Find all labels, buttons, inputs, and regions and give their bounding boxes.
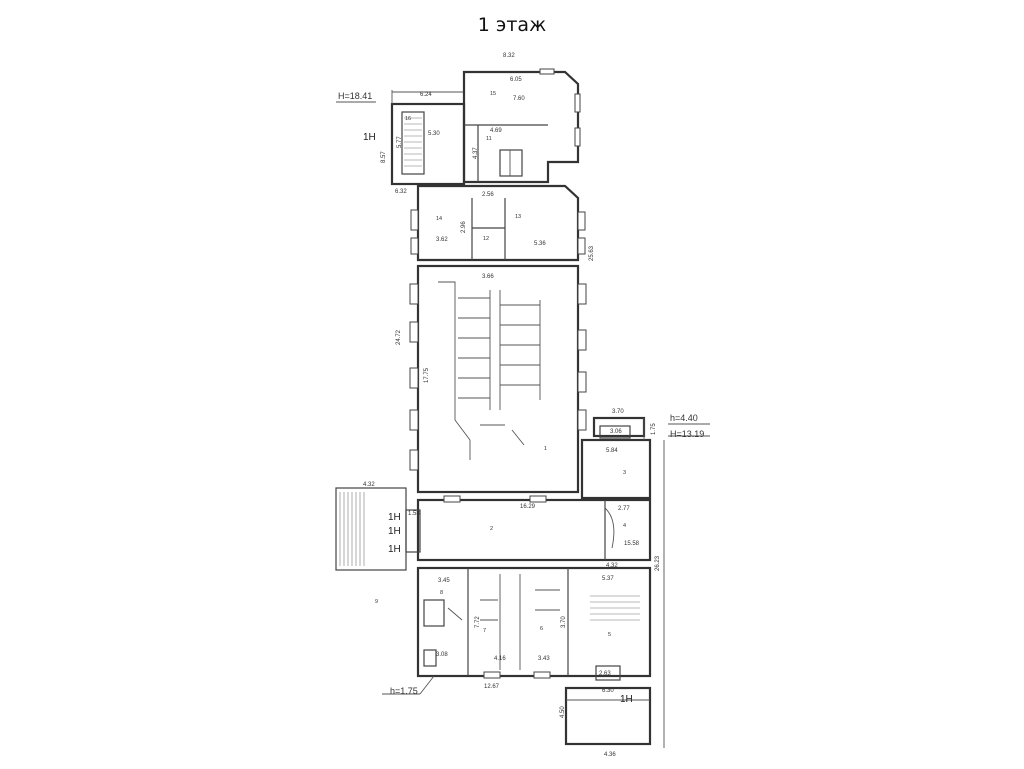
label-r3: 3	[623, 470, 626, 476]
label-r1: 1	[544, 446, 547, 452]
label-r6: 6	[540, 626, 543, 632]
entrance-label-left-1: 1Н	[388, 512, 401, 523]
label-d_450: 4.50	[560, 706, 566, 718]
label-d_832: 8.32	[503, 53, 515, 59]
label-r4: 4	[623, 523, 626, 529]
label-d_432b: 4.32	[606, 563, 618, 569]
label-d_577: 5.77	[397, 136, 403, 148]
label-r7: 7	[483, 628, 486, 634]
label-d_530: 5.30	[428, 131, 440, 137]
entrance-steps-left	[335, 487, 407, 571]
bottom-block	[416, 566, 652, 681]
label-d_2472: 24.72	[396, 329, 402, 345]
label-d_175: 1.75	[651, 423, 657, 435]
label-d_1558: 15.58	[624, 541, 640, 547]
label-r14: 14	[436, 216, 442, 222]
label-d_760: 7.60	[513, 96, 525, 102]
label-d_605: 6.05	[510, 77, 522, 83]
label-d_437: 4.37	[473, 147, 479, 159]
level-right-h: h=4.40	[670, 413, 698, 423]
label-d_362: 3.62	[436, 237, 448, 243]
entrance-label-left-3: 1Н	[388, 544, 401, 555]
entrance-labels: 1Н 1Н 1Н 1Н 1Н	[363, 132, 633, 705]
label-d_277: 2.77	[618, 506, 630, 512]
label-d_2563: 25.63	[589, 245, 595, 261]
label-d_469: 4.69	[490, 128, 502, 134]
label-d_632: 6.32	[395, 189, 407, 195]
label-d_857: 8.57	[381, 151, 387, 163]
label-d_1629: 16.29	[520, 504, 536, 510]
page-title: 1 этаж	[477, 14, 547, 36]
label-r9: 9	[375, 599, 378, 605]
level-right-H: H=13.19	[670, 429, 704, 439]
label-d_263: 2.63	[599, 671, 611, 677]
label-d_1775: 17.75	[424, 367, 430, 383]
label-d_416: 4.16	[494, 656, 506, 662]
label-r15: 15	[490, 91, 496, 97]
label-d_624: 6.24	[420, 92, 432, 98]
bottom-annex	[564, 686, 652, 746]
label-d_432: 4.32	[363, 482, 375, 488]
label-d_772: 7.72	[475, 616, 481, 628]
label-r12: 12	[483, 236, 489, 242]
label-d_296: 2.96	[461, 221, 467, 233]
label-d_370: 3.70	[612, 409, 624, 415]
label-d_256: 2.56	[482, 192, 494, 198]
right-annex-block	[580, 416, 665, 748]
label-d_584: 5.84	[606, 448, 618, 454]
label-r5: 5	[608, 632, 611, 638]
label-d_158: 1.58	[408, 511, 420, 517]
level-markers: H=18.41 h=4.40 H=13.19 h=1.75	[336, 91, 710, 696]
label-r11: 11	[486, 136, 492, 142]
label-d_308: 3.08	[436, 652, 448, 658]
room-block-upper-middle	[410, 184, 586, 262]
label-d_2623: 26.23	[655, 555, 661, 571]
label-d_436: 4.36	[604, 752, 616, 758]
label-r16: 16	[405, 116, 411, 122]
entrance-label-left-2: 1Н	[388, 526, 401, 537]
label-d_343: 3.43	[538, 656, 550, 662]
room-numbers: 16 15 14 13 12 11 1 2 3 4 5 6 7 8 9	[375, 91, 626, 638]
label-r8: 8	[440, 590, 443, 596]
label-r2: 2	[490, 526, 493, 532]
label-r13: 13	[515, 214, 521, 220]
dimension-labels: 8.32 6.24 6.05 7.60 5.30 5.77 4.69 4.37 …	[363, 53, 661, 758]
label-d_537: 5.37	[602, 576, 614, 582]
level-bottom-h: h=1.75	[390, 686, 418, 696]
label-d_1267: 12.67	[484, 684, 500, 690]
label-d_306: 3.06	[610, 429, 622, 435]
room-block-top	[462, 68, 581, 184]
main-hall-block	[409, 264, 587, 494]
entrance-label-bottom: 1Н	[620, 694, 633, 705]
label-d_536: 5.36	[534, 241, 546, 247]
label-d_366: 3.66	[482, 274, 494, 280]
label-d_630: 6.30	[602, 688, 614, 694]
level-top-left: H=18.41	[338, 91, 372, 101]
label-d_370b: 3.70	[561, 616, 567, 628]
label-d_345: 3.45	[438, 578, 450, 584]
entrance-label-top: 1Н	[363, 132, 376, 143]
